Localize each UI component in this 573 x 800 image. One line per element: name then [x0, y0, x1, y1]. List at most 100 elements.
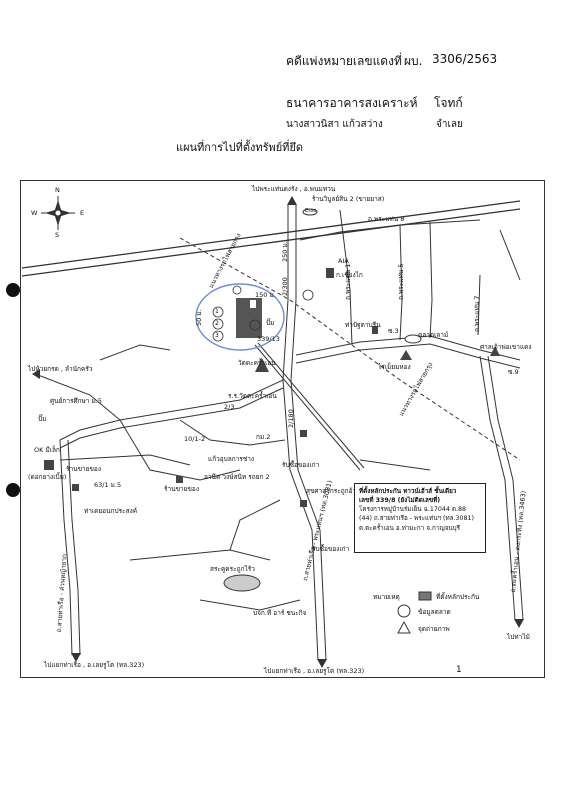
road-small [339, 209, 353, 346]
compass-rose [41, 196, 75, 230]
label-tambon-hospital: ท่าปัฐตาบรีน [345, 321, 381, 329]
label-market: ตลาดเลาม์ [418, 331, 449, 339]
photo-point-label: 2 [215, 320, 219, 327]
arrow-south-mid [317, 659, 327, 668]
photo-point-label: 1 [215, 308, 219, 315]
arrow-south-left [71, 653, 81, 662]
label-lane-101: 10/1-2 [184, 435, 206, 443]
info-line-1: ที่ตั้งหลักประกัน ทาวน์เฮ้าส์ ชั้นเดียว [359, 488, 457, 495]
label-dist-50: 50 ม. [195, 309, 203, 326]
esso-oval [302, 208, 318, 216]
temple-icon [490, 346, 500, 356]
building-icon [300, 500, 307, 507]
road-small [359, 459, 431, 471]
label-code-2180: 2/180 [287, 409, 295, 428]
info-line-4: (44) ถ.สายท่าเรือ - พระแท่นฯ (ทล.3081) [359, 515, 475, 523]
road-left [59, 439, 73, 656]
legend-circle-icon [397, 604, 411, 618]
building-icon [326, 268, 334, 278]
photo-point-6 [232, 285, 242, 295]
building-icon [372, 326, 378, 334]
label-to-tha-krot: ไปห้วยกรด , ลำนักครัว [28, 365, 93, 373]
info-line-5: ต.ตะคร้ำเอน อ.ท่ามะกา จ.กาญจนบุรี [359, 524, 461, 532]
label-code-2300: 2/300 [281, 277, 289, 296]
label-aia: AIA [338, 257, 349, 265]
label-shrine: ศาลเจ้าพ่อเขาแดง [480, 343, 532, 351]
property-info-box: ที่ตั้งหลักประกัน ทาวน์เฮ้าส์ ชั้นเดียว … [354, 483, 486, 553]
highway-line [21, 208, 521, 277]
label-soi-9: ซ.9 [508, 368, 519, 376]
case-number: 3306/2563 [432, 52, 498, 66]
road-east [295, 343, 521, 369]
label-sol-23: 2/3 [224, 403, 235, 411]
label-phra-thaen-8: ถ.พระแท่น 8 [368, 215, 405, 223]
punch-hole [6, 283, 20, 297]
label-buy-shop2: รับซื้อของเก่า [312, 545, 350, 553]
legend-item-3: จุดถ่ายภาพ [418, 625, 450, 633]
defendant-role: จำเลย [436, 119, 463, 130]
plaintiff-role: โจทก์ [434, 96, 463, 110]
legend-triangle-icon [397, 620, 411, 634]
label-pump2: ปั๊ม [38, 415, 47, 423]
case-prefix: ผบ. [404, 54, 423, 68]
road-small [37, 374, 121, 421]
road-small [199, 599, 301, 611]
label-buy-shop1: รับซื้อของเก่า [282, 461, 320, 469]
label-bottom-left: ไปแยกท่าเรือ , อ.เลยรูโต (ทล.323) [44, 661, 145, 669]
photo-point-4 [249, 319, 261, 331]
temple-icon [400, 350, 412, 360]
label-shop-top: ร้านวิบูลย์สิน 2 (ขายยาส) [312, 195, 385, 203]
building-icon [72, 484, 79, 491]
label-page-num: 1 [456, 665, 462, 675]
road-small [129, 549, 271, 561]
buildings-cluster [236, 298, 262, 338]
label-aname: อานีค วงษ์สนิท รถยก 2 [204, 473, 270, 481]
case-label: คดีแพ่งหมายเลขแดงที่ [286, 54, 402, 68]
label-top-road: ไปพระแท่นดงรัง , อ.พนมทวน [252, 185, 336, 193]
label-phra-thaen-1: ถ.พระแท่น 1 [344, 263, 352, 300]
legend-hatch-icon [418, 591, 432, 601]
label-rong-school: ร.ร.วัดตะคร้ำเอน [228, 392, 277, 400]
photo-point-1 [212, 306, 224, 318]
label-soi-3: ซ.3 [388, 327, 399, 335]
property-circle [195, 283, 285, 351]
compass-n: N [55, 186, 60, 194]
label-pump: ปั๊ม [266, 319, 275, 327]
arrow-south-right [514, 619, 524, 628]
building-icon [300, 430, 307, 437]
road-3081 [290, 205, 327, 661]
info-line-3: โครงการหมู่บ้านร่มเย็น ฉ.17044 ต.88 [359, 506, 467, 514]
legend-item-2: ข้อมูลตลาด [418, 608, 451, 616]
label-wat: วัดตะคร้ำเอน [238, 359, 276, 367]
highway-line [21, 200, 521, 269]
pointer-line [254, 344, 361, 471]
road-small [477, 274, 481, 336]
compass-e: E [80, 209, 85, 217]
railway-line [179, 237, 521, 461]
road-small [179, 419, 286, 446]
label-store1: ร้านขายของ [66, 465, 102, 473]
market-oval [404, 334, 422, 344]
road-tha-mai [479, 355, 516, 621]
label-school-pr: ท่าเดยอนกประสงค์ [84, 507, 138, 515]
map-frame [20, 180, 545, 678]
road-small [429, 221, 433, 339]
road-west [59, 387, 284, 449]
road-small [399, 224, 403, 341]
label-reservoir: สระคูคระถูกไร้ว [210, 565, 255, 573]
photo-point-2 [212, 318, 224, 330]
legend-item-1: ที่ตั้งหลักประกัน [436, 593, 480, 601]
road-small [59, 454, 191, 466]
road-small [99, 344, 171, 361]
road-3081 [282, 205, 319, 661]
label-lane-631: 63/1 ม.5 [94, 481, 122, 489]
photo-point-3 [212, 330, 224, 342]
building-icon [44, 460, 54, 470]
label-rural-dept: ไร่เม็ยมหอง [378, 363, 411, 371]
label-school-center: ศูนย์การศึกษา ม.5 [50, 397, 103, 405]
temple-icon [255, 358, 269, 372]
plaintiff: ธนาคารอาคารสงเคราะห์ [286, 96, 418, 110]
label-ok-shop: OK มีเล็ก [34, 446, 60, 454]
photo-point-5 [302, 289, 314, 301]
label-store2: ร้านขายของ [164, 485, 200, 493]
